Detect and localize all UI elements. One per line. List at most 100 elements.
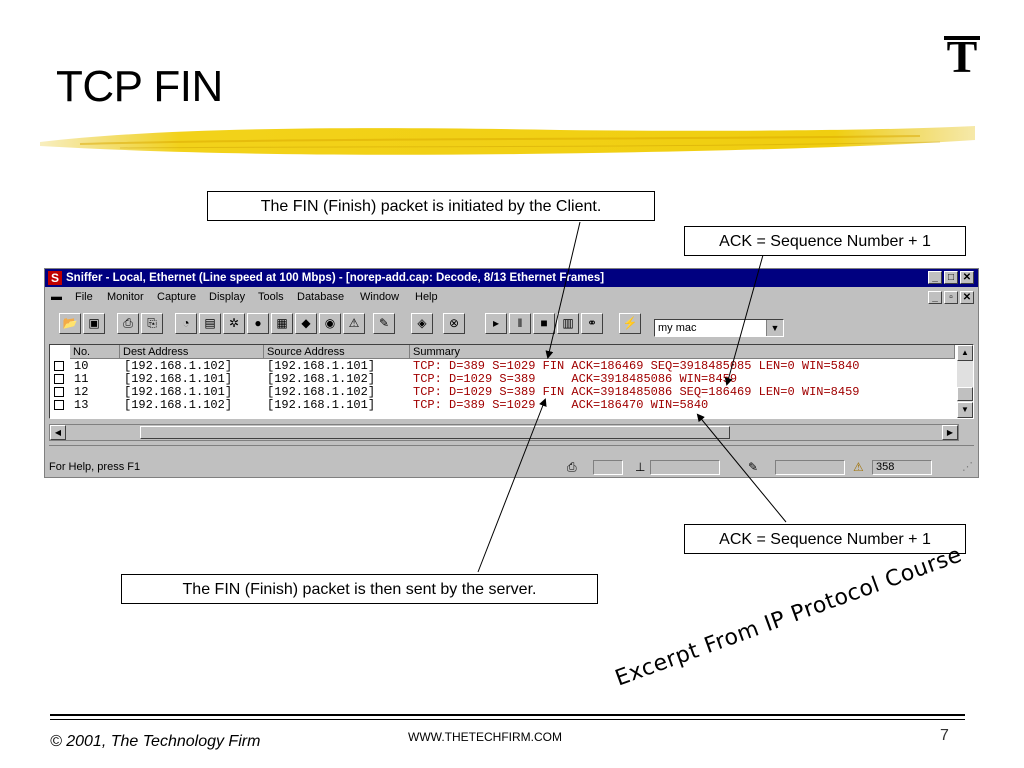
row-source: [192.168.1.102] [267, 372, 376, 386]
row-summary: TCP: D=389 S=1029 ACK=186470 WIN=5840 [413, 398, 709, 412]
stop-icon[interactable]: ⊗ [443, 313, 465, 334]
filter-status-icon: ✎ [748, 460, 759, 474]
child-close-button[interactable]: ✕ [960, 291, 974, 304]
footer-rule [50, 714, 965, 716]
table-row[interactable]: 12 [192.168.1.101] [192.168.1.102] TCP: … [50, 386, 955, 399]
page-number: 7 [940, 727, 949, 744]
scroll-up-icon[interactable]: ▲ [957, 345, 973, 361]
minimize-button[interactable]: _ [928, 271, 942, 284]
footer-copyright: © 2001, The Technology Firm [50, 733, 261, 750]
art-icon[interactable]: ● [247, 313, 269, 334]
printer-icon: ⎙ [567, 460, 577, 474]
row-no: 13 [74, 398, 89, 412]
protocol-icon[interactable]: ◆ [295, 313, 317, 334]
status-bar: For Help, press F1 ⎙ ⊥ ✎ ⚠ 358 ⋰ [45, 457, 978, 477]
horizontal-scroll-thumb[interactable] [140, 426, 730, 439]
row-source: [192.168.1.101] [267, 398, 376, 412]
filter-profile-select[interactable]: my mac ▼ [654, 319, 784, 337]
brush-stroke-divider [40, 126, 975, 155]
callout-ack-top: ACK = Sequence Number + 1 [684, 226, 966, 256]
stop-capture-icon[interactable]: ■ [533, 313, 555, 334]
technology-firm-logo: T [944, 31, 980, 82]
menu-window[interactable]: Window [360, 291, 400, 303]
sniffer-window: S Sniffer - Local, Ethernet (Line speed … [44, 268, 979, 478]
row-dest: [192.168.1.101] [124, 372, 233, 386]
column-header-summary[interactable]: Summary [410, 345, 955, 359]
address-book-icon[interactable]: ◈ [411, 313, 433, 334]
table-row[interactable]: 13 [192.168.1.102] [192.168.1.101] TCP: … [50, 399, 955, 412]
menu-capture[interactable]: Capture [157, 291, 197, 303]
row-checkbox[interactable] [54, 361, 64, 371]
callout-client-fin: The FIN (Finish) packet is initiated by … [207, 191, 655, 221]
window-titlebar[interactable]: S Sniffer - Local, Ethernet (Line speed … [45, 269, 978, 287]
menu-monitor[interactable]: Monitor [107, 291, 144, 303]
column-header-dest[interactable]: Dest Address [120, 345, 264, 359]
row-checkbox[interactable] [54, 400, 64, 410]
history-icon[interactable]: ▦ [271, 313, 293, 334]
open-icon[interactable]: 📂 [59, 313, 81, 334]
matrix-icon[interactable]: ✲ [223, 313, 245, 334]
document-menu-icon[interactable]: ▬ [51, 291, 62, 303]
row-source: [192.168.1.102] [267, 385, 376, 399]
menu-display[interactable]: Display [209, 291, 246, 303]
horizontal-scrollbar[interactable]: ◀ ▶ [49, 424, 959, 441]
row-source: [192.168.1.101] [267, 359, 376, 373]
capture-status-icon: ⊥ [635, 460, 646, 474]
menu-database[interactable]: Database [297, 291, 345, 303]
global-icon[interactable]: ◉ [319, 313, 341, 334]
row-checkbox[interactable] [54, 374, 64, 384]
row-checkbox[interactable] [54, 387, 64, 397]
scroll-right-icon[interactable]: ▶ [942, 425, 958, 440]
row-summary: TCP: D=1029 S=389 FIN ACK=3918485086 SEQ… [413, 385, 860, 399]
menu-file[interactable]: File [75, 291, 93, 303]
dashboard-icon[interactable]: ◔ [175, 313, 197, 334]
footer-website: WWW.THETECHFIRM.COM [408, 730, 562, 744]
print-preview-icon[interactable]: ⎘ [141, 313, 163, 334]
row-dest: [192.168.1.101] [124, 385, 233, 399]
menu-bar: ▬ File Monitor Capture Display Tools Dat… [45, 288, 978, 306]
child-minimize-button[interactable]: _ [928, 291, 942, 304]
start-capture-icon[interactable]: ▸ [485, 313, 507, 334]
scroll-thumb[interactable] [957, 387, 973, 401]
footer-rule-thin [50, 719, 965, 720]
child-restore-button[interactable]: ▫ [944, 291, 958, 304]
print-icon[interactable]: ⎙ [117, 313, 139, 334]
row-no: 11 [74, 372, 89, 386]
maximize-button[interactable]: □ [944, 271, 958, 284]
capture-panel-icon[interactable]: ▥ [557, 313, 579, 334]
alarm-icon[interactable]: ⚠ [343, 313, 365, 334]
define-filter-icon[interactable]: ⚡ [619, 313, 641, 334]
vertical-scrollbar[interactable]: ▲ ▼ [957, 345, 973, 418]
sniffer-app-icon: S [48, 271, 62, 285]
row-dest: [192.168.1.102] [124, 359, 233, 373]
scroll-left-icon[interactable]: ◀ [50, 425, 66, 440]
close-button[interactable]: ✕ [960, 271, 974, 284]
row-no: 10 [74, 359, 89, 373]
row-no: 12 [74, 385, 89, 399]
filter-profile-value: my mac [658, 322, 697, 334]
filter-icon[interactable]: ✎ [373, 313, 395, 334]
status-field-1 [593, 460, 623, 475]
host-table-icon[interactable]: ▤ [199, 313, 221, 334]
binoculars-icon[interactable]: ⚭ [581, 313, 603, 334]
pause-capture-icon[interactable]: ‖ [509, 313, 531, 334]
callout-server-fin: The FIN (Finish) packet is then sent by … [121, 574, 598, 604]
status-help-text: For Help, press F1 [49, 461, 141, 473]
table-row[interactable]: 11 [192.168.1.101] [192.168.1.102] TCP: … [50, 373, 955, 386]
menu-tools[interactable]: Tools [258, 291, 284, 303]
row-dest: [192.168.1.102] [124, 398, 233, 412]
save-icon[interactable]: ▣ [83, 313, 105, 334]
excerpt-note: Excerpt From IP Protocol Course [612, 542, 966, 692]
resize-grip-icon[interactable]: ⋰ [962, 461, 973, 473]
pane-splitter[interactable] [49, 445, 974, 454]
alarm-status-icon: ⚠ [853, 460, 864, 474]
column-header-no[interactable]: No. [70, 345, 120, 359]
alarm-count-field: 358 [872, 460, 932, 475]
column-header-source[interactable]: Source Address [264, 345, 410, 359]
chevron-down-icon[interactable]: ▼ [766, 320, 783, 336]
scroll-down-icon[interactable]: ▼ [957, 402, 973, 418]
packet-list: No. Dest Address Source Address Summary … [49, 344, 974, 419]
window-title: Sniffer - Local, Ethernet (Line speed at… [66, 272, 605, 284]
menu-help[interactable]: Help [415, 291, 438, 303]
status-field-2 [650, 460, 720, 475]
